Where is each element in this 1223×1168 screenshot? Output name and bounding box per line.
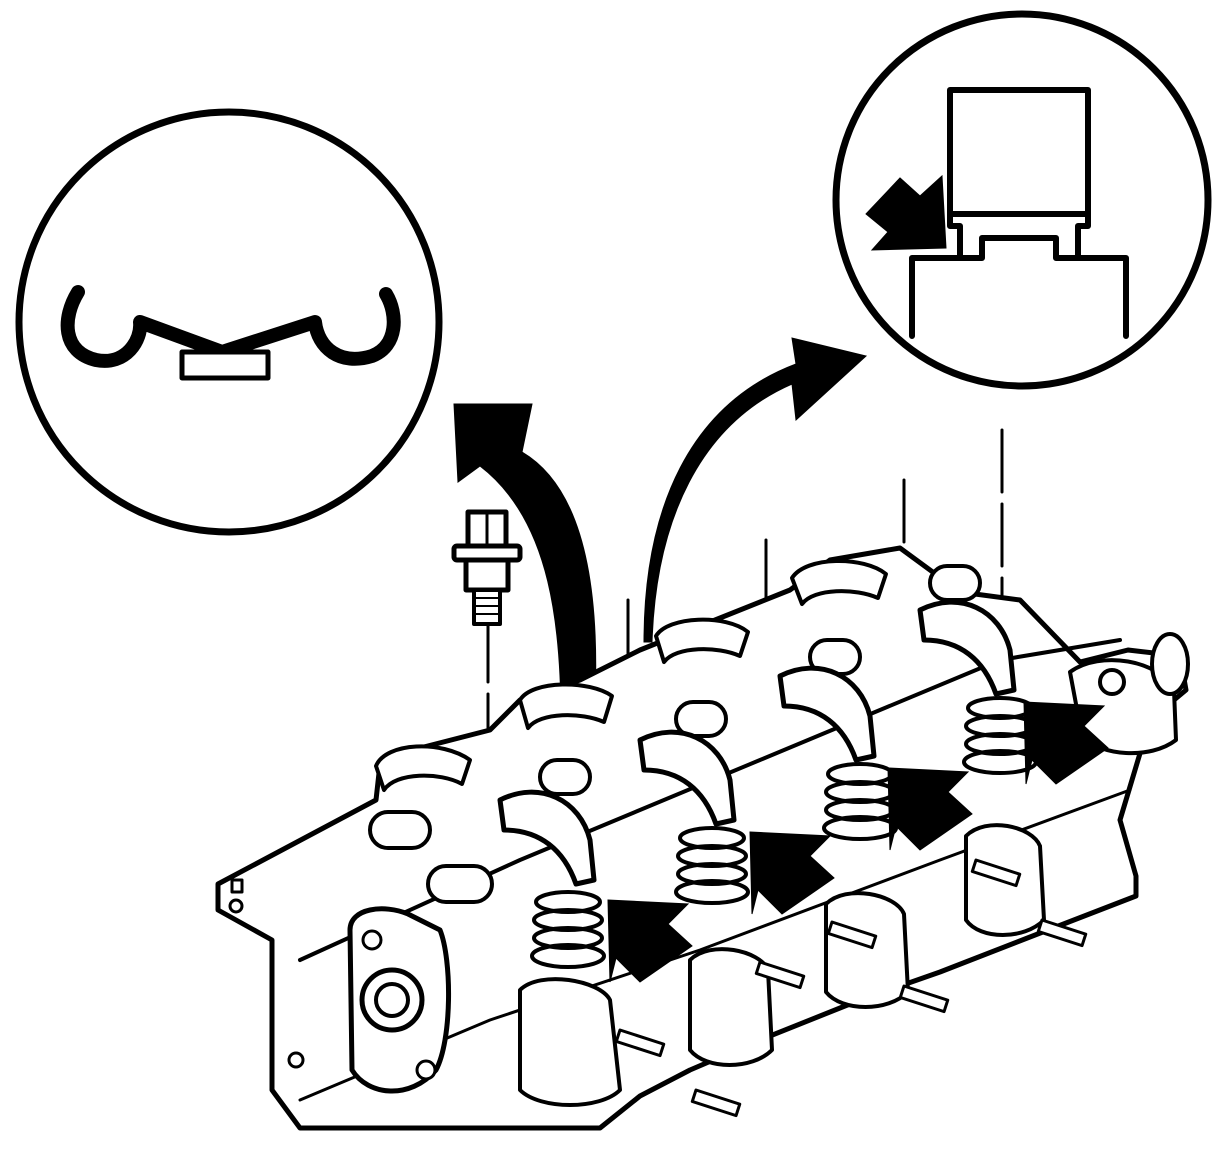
curved-leader-arrow-right [643,337,868,643]
rocker-arm-bolt [451,509,523,626]
spring-clip-icon [60,285,401,381]
camshaft [368,564,982,904]
pointer-arrow-2 [749,831,835,915]
lash-adjuster-body [947,87,1091,217]
valve-spring-2 [674,826,750,905]
exhaust-port-flanges [518,632,1190,1107]
rocker-arm-2 [637,729,737,827]
lash-adjuster-icon [909,87,1129,339]
detail-circle-right [832,10,1212,390]
pointer-arrow-icon [865,174,947,251]
cam-end-plate [347,906,452,1094]
curved-leader-arrow-left [453,403,597,771]
rocker-arm-3 [777,665,877,763]
rocker-arm-clip-detail-callout [15,108,443,536]
rocker-arm-1 [497,789,597,887]
rocker-arms [497,599,1017,887]
valve-spring-1 [530,890,606,969]
rocker-arm-4 [917,599,1017,697]
lash-adjuster-seat-detail-callout [832,10,1212,390]
pointer-arrow-4 [1023,701,1109,785]
cylinder-head [215,545,1190,1131]
pointer-arrow-1 [607,899,693,983]
pointer-arrow-3 [887,767,973,851]
pointer-arrows [607,701,1109,983]
exhaust-studs [614,858,1088,1118]
cam-bearing-caps [374,558,888,792]
clip-retainer-block [179,349,271,381]
detail-circle-left [15,108,443,536]
